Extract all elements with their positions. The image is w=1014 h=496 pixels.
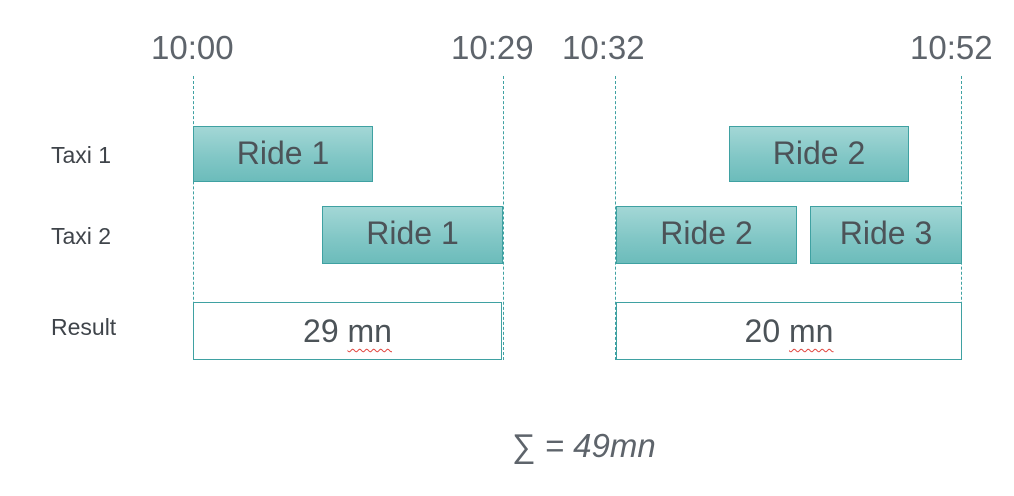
row-label-result: Result — [51, 314, 117, 340]
guide-line-start-2 — [615, 76, 616, 360]
row-label-taxi-1: Taxi 1 — [51, 142, 112, 168]
row-label-taxi-2: Taxi 2 — [51, 223, 112, 249]
guide-line-end-1 — [503, 76, 504, 360]
taxi2-ride-3: Ride 3 — [810, 206, 962, 264]
time-label-start-1: 10:00 — [151, 29, 234, 66]
time-label-start-2: 10:32 — [562, 29, 645, 66]
sum-text: = 49mn — [535, 427, 656, 464]
taxi2-ride-2: Ride 2 — [616, 206, 797, 264]
guide-line-start-1 — [193, 76, 194, 360]
result-box-2: 20 mn — [616, 302, 962, 360]
result-unit-2: mn — [789, 313, 834, 349]
result-box-1: 29 mn — [193, 302, 502, 360]
sum-symbol-icon: ∑ — [512, 427, 536, 464]
time-label-end-1: 10:29 — [451, 29, 534, 66]
result-value-1: 29 — [303, 313, 339, 349]
time-label-end-2: 10:52 — [910, 29, 993, 66]
taxi1-ride-1: Ride 1 — [193, 126, 373, 182]
taxi2-ride-1: Ride 1 — [322, 206, 503, 264]
result-unit-1: mn — [347, 313, 392, 349]
total-sum: ∑ = 49mn — [512, 424, 656, 468]
result-value-2: 20 — [744, 313, 781, 349]
taxi1-ride-2: Ride 2 — [729, 126, 909, 182]
